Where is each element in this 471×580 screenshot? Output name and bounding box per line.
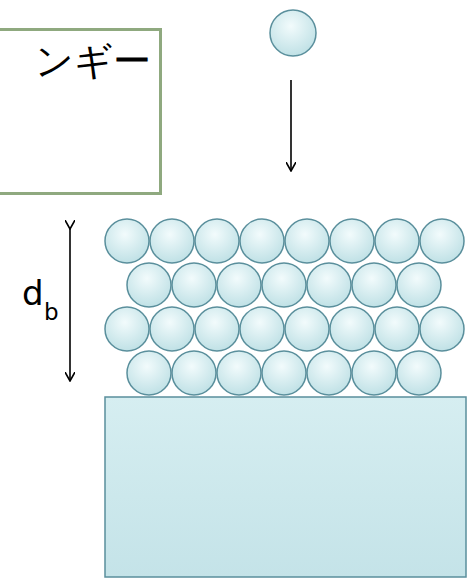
particle — [307, 263, 351, 307]
box-text: ンギー — [35, 39, 151, 85]
particle — [150, 219, 194, 263]
particle-layers — [105, 219, 464, 395]
particle — [172, 263, 216, 307]
particle — [262, 351, 306, 395]
particle — [262, 263, 306, 307]
particle — [352, 263, 396, 307]
particle — [397, 351, 441, 395]
particle — [105, 307, 149, 351]
particle — [330, 219, 374, 263]
particle — [127, 351, 171, 395]
particle — [217, 263, 261, 307]
particle — [397, 263, 441, 307]
particle — [127, 263, 171, 307]
particle — [195, 307, 239, 351]
substrate — [105, 397, 466, 577]
dimension-subscript: b — [44, 301, 59, 324]
particle — [240, 219, 284, 263]
particle — [172, 351, 216, 395]
particle — [150, 307, 194, 351]
particle — [352, 351, 396, 395]
particle — [375, 219, 419, 263]
particle — [240, 307, 284, 351]
thickness-arrow — [69, 228, 71, 380]
fall-arrow — [290, 80, 292, 170]
particle — [285, 219, 329, 263]
particle — [307, 351, 351, 395]
particle — [420, 219, 464, 263]
falling-particle — [270, 10, 316, 56]
note-box: ンギー — [0, 28, 162, 195]
particle — [375, 307, 419, 351]
dimension-symbol: d — [22, 276, 44, 310]
particle — [285, 307, 329, 351]
particle — [420, 307, 464, 351]
particle — [330, 307, 374, 351]
particle — [195, 219, 239, 263]
particle — [105, 219, 149, 263]
particle — [217, 351, 261, 395]
